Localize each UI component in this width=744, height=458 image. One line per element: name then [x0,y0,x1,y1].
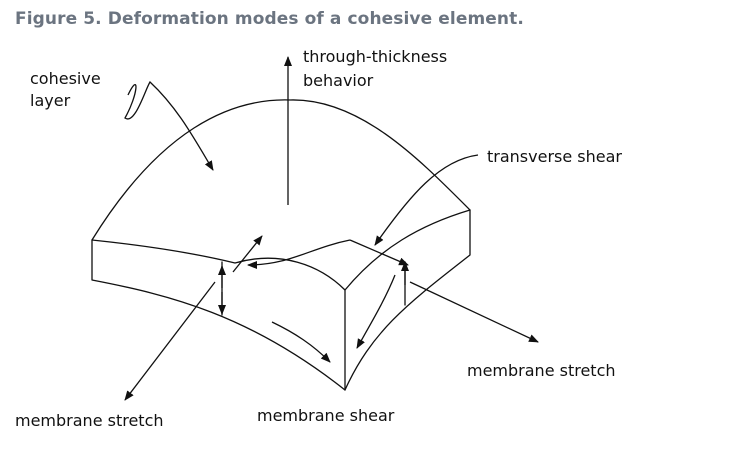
element-top-surface [91,99,471,291]
top-shear-arrow-right [349,239,409,266]
right-face-shear-arrow [356,274,396,349]
deformation-arrows [124,56,539,401]
top-shear-arrow-curve [247,239,351,269]
label-through-thickness: through-thickness [303,47,447,66]
top-shear-arrow-left [232,235,263,273]
label-layer: layer [30,91,71,110]
membrane-stretch-left-arrow [124,281,216,401]
membrane-stretch-right-arrow [409,281,539,343]
label-behavior: behavior [303,71,374,90]
label-membrane-stretch-right: membrane stretch [467,361,616,380]
element-right-face [344,209,471,391]
cohesive-element-body [91,99,471,391]
label-membrane-stretch-left: membrane stretch [15,411,164,430]
label-membrane-shear: membrane shear [257,406,395,425]
label-transverse-shear: transverse shear [487,147,622,166]
label-cohesive: cohesive [30,69,101,88]
element-front-face [91,239,346,391]
transverse-shear-arrow [374,154,479,246]
membrane-shear-arrow [271,321,331,363]
figure-caption: Figure 5. Deformation modes of a cohesiv… [15,9,524,29]
cohesive-layer-pointer [124,80,214,171]
